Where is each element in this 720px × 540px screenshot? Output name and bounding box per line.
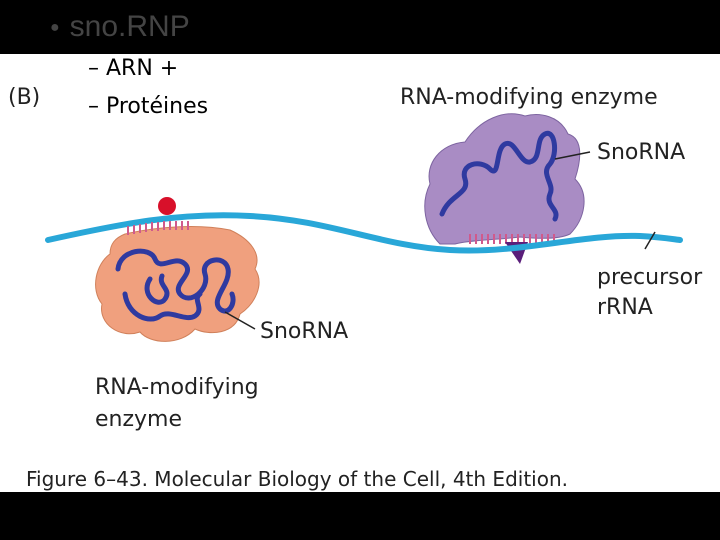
leader-line-snorna-top	[554, 151, 591, 160]
label-precursor-line2: rRNA	[597, 295, 653, 320]
sub-item-arn: – ARN +	[88, 56, 179, 81]
modification-site-dot	[158, 197, 176, 215]
label-enzyme-bottom-line2: enzyme	[95, 407, 182, 432]
figure-caption: Figure 6–43. Molecular Biology of the Ce…	[26, 467, 568, 491]
label-precursor-line1: precursor	[597, 265, 703, 290]
precursor-rrna-strand	[45, 212, 683, 254]
slide-footer-bar	[0, 492, 720, 540]
snorna-diagram: (B)	[8, 85, 703, 491]
leader-line-precursor	[644, 231, 656, 250]
enzyme-top-blob	[424, 113, 585, 245]
bullet-item: ● sno.RNP	[50, 10, 190, 44]
bullet-text: sno.RNP	[69, 10, 190, 43]
snorna-top-strand	[439, 130, 559, 222]
base-pair-ticks-bottom	[127, 221, 189, 235]
slide-title-bar: ● sno.RNP	[0, 0, 720, 54]
label-enzyme-top: RNA-modifying enzyme	[400, 85, 658, 110]
label-enzyme-bottom-line1: RNA-modifying	[95, 375, 259, 400]
leader-line-snorna-bottom	[224, 311, 256, 330]
panel-label: (B)	[8, 85, 40, 110]
label-snorna-bottom: SnoRNA	[260, 319, 348, 344]
sub-item-proteines: – Protéines	[88, 94, 209, 119]
label-snorna-top: SnoRNA	[597, 140, 685, 165]
bullet-dot-icon: ●	[50, 19, 60, 37]
snorna-bottom-strand	[115, 248, 236, 322]
figure-panel: (B)	[0, 54, 720, 492]
